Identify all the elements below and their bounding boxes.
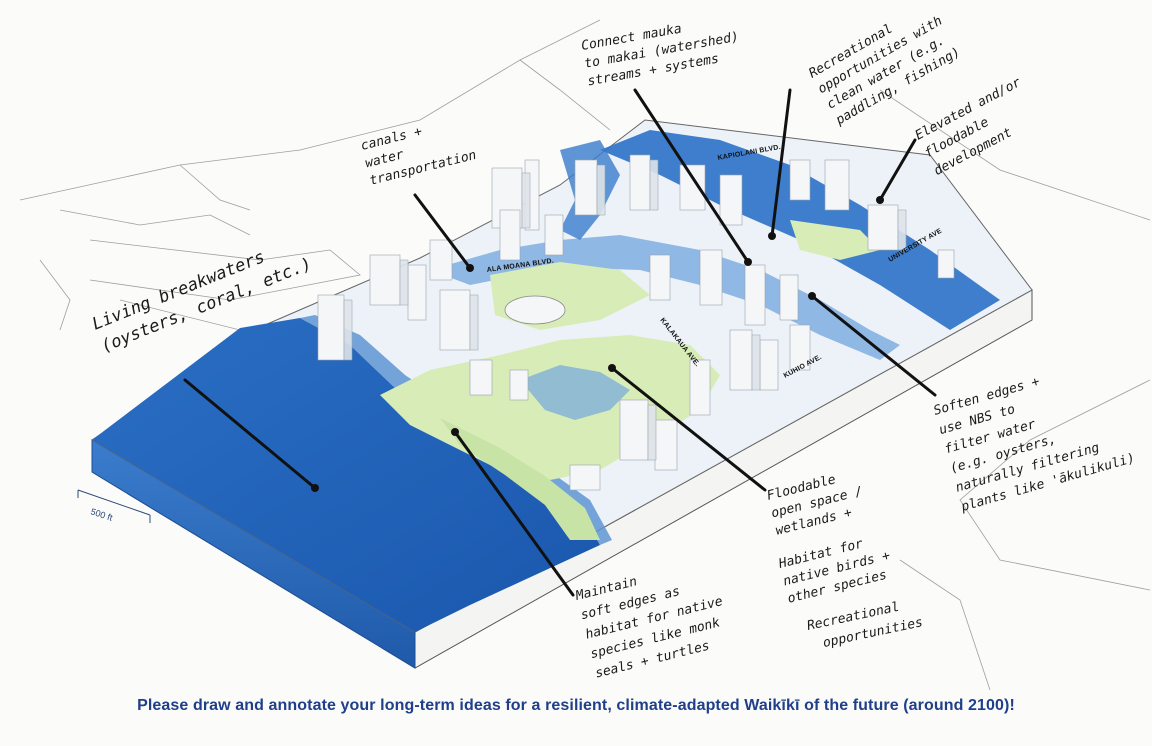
note-recreational-bottom: Recreational opportunities <box>806 596 925 654</box>
note-recreational-top: Recreational opportunities with clean wa… <box>806 0 963 129</box>
note-habitat-birds: Habitat for native birds + other species <box>776 531 896 607</box>
note-canals: canals + water transportation <box>359 113 478 189</box>
note-connect-mauka: Connect mauka to makai (watershed) strea… <box>580 12 743 89</box>
note-maintain-edges: Maintain soft edges as habitat for nativ… <box>573 555 734 682</box>
stadium <box>505 296 565 324</box>
caption: Please draw and annotate your long-term … <box>0 697 1152 715</box>
note-soften-edges: Soften edges + use NBS to filter water (… <box>931 355 1137 515</box>
note-floodable: Floodable open space / wetlands + <box>765 467 868 539</box>
scale-label: 500 ft <box>89 506 114 523</box>
